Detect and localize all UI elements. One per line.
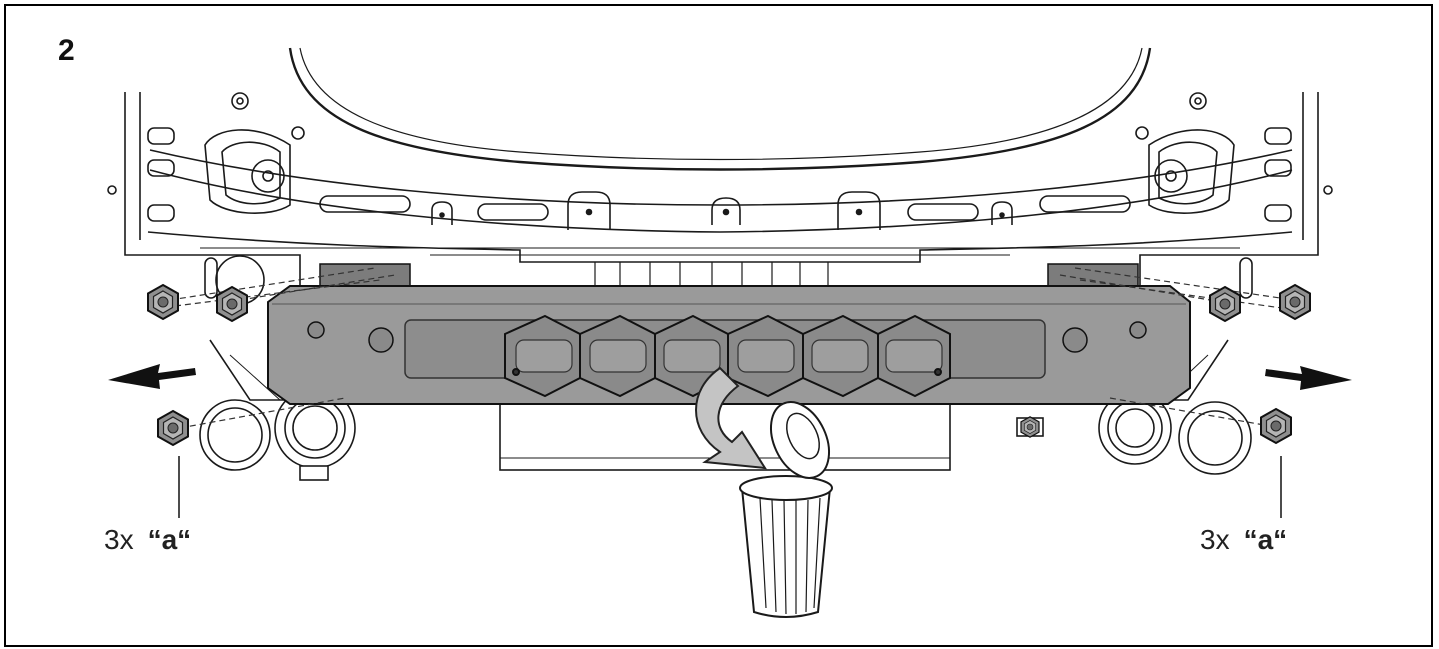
energy-absorber xyxy=(504,314,951,398)
callout-right-quantity: 3x xyxy=(1200,524,1230,555)
callout-left-quantity: 3x xyxy=(104,524,134,555)
bolt-alignment-lines xyxy=(169,267,1283,429)
removal-arrow-icon xyxy=(695,366,767,470)
callout-left: 3x “a“ xyxy=(104,524,191,556)
step-number: 2 xyxy=(58,34,75,67)
callout-leader-lines xyxy=(178,456,1282,518)
callout-right-reference: “a“ xyxy=(1243,524,1288,555)
diagram-frame xyxy=(4,4,1433,647)
rear-body-panel xyxy=(107,47,1333,346)
callout-right: 3x “a“ xyxy=(1200,524,1287,556)
direction-arrow-icon xyxy=(108,364,1352,390)
trash-bin-icon xyxy=(739,401,833,618)
callout-left-reference: “a“ xyxy=(147,524,192,555)
